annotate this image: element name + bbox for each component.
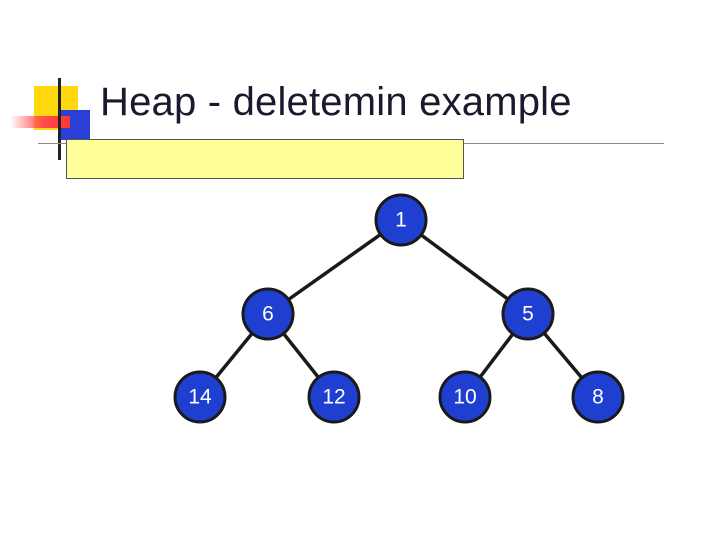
- logo-vertical-line: [58, 78, 61, 160]
- node-circle: [438, 370, 492, 424]
- node-label: 5: [522, 303, 534, 326]
- node-circle: [241, 287, 295, 341]
- node-circle: [374, 193, 428, 247]
- node-label: 6: [262, 303, 274, 326]
- node-label: 10: [453, 386, 476, 409]
- tree-node-root: 1: [374, 193, 428, 247]
- tree-node-ll: 14: [173, 370, 227, 424]
- tree-node-l: 6: [241, 287, 295, 341]
- node-circle: [173, 370, 227, 424]
- tree-nodes: 1 6 5 14 12 10 8: [173, 193, 625, 424]
- node-label: 12: [322, 386, 345, 409]
- node-label: 8: [592, 386, 604, 409]
- tree-node-rr: 8: [571, 370, 625, 424]
- tree-node-rl: 10: [438, 370, 492, 424]
- node-circle: [307, 370, 361, 424]
- node-circle: [501, 287, 555, 341]
- highlight-box: [66, 139, 464, 179]
- node-label: 14: [188, 386, 212, 409]
- tree-edge-root-l: [266, 218, 403, 316]
- slide-title: Heap - deletemin example: [100, 80, 572, 124]
- tree-node-r: 5: [501, 287, 555, 341]
- node-circle: [571, 370, 625, 424]
- tree-node-lr: 12: [307, 370, 361, 424]
- logo-red-bar: [10, 116, 70, 128]
- node-label: 1: [395, 209, 407, 232]
